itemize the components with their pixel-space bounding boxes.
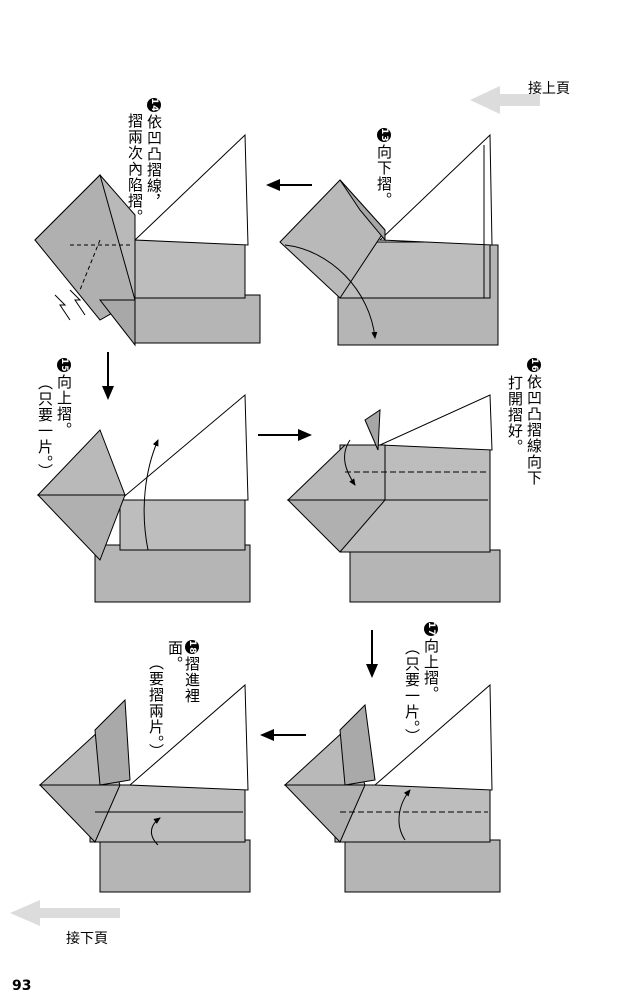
step17-text1: 向上摺。 [422, 638, 440, 702]
step15-figure [36, 393, 251, 603]
step16-text1: 依凹凸摺線向下 [525, 374, 543, 486]
step17-number: 17 [424, 622, 438, 637]
step14-text1: 依凹凸摺線， [145, 114, 163, 210]
step15-instruction: 15向上摺。 [55, 358, 73, 438]
step14-figure [34, 133, 261, 347]
step16-instruction: 16依凹凸摺線向下 [525, 358, 543, 488]
step16-number: 16 [527, 358, 541, 373]
step18-figure [38, 683, 251, 893]
step13-instruction: 13向下摺。 [375, 128, 393, 218]
step13-text: 向下摺。 [375, 144, 393, 208]
step15-text2: （只要一片。） [36, 375, 54, 480]
step18-instruction: 18摺進裡面。 [166, 640, 201, 730]
prev-page-arrow[interactable] [470, 86, 540, 114]
prev-page-label[interactable]: 接上頁 [528, 81, 570, 97]
step14-instruction: 14依凹凸摺線， [145, 98, 163, 238]
step17-figure [283, 683, 501, 893]
step15-number: 15 [57, 358, 71, 373]
step16-figure [286, 394, 501, 603]
step13-figure [279, 133, 499, 346]
step17-instruction: 17向上摺。 [422, 622, 440, 702]
next-page-label[interactable]: 接下頁 [66, 931, 108, 947]
page-number: 93 [12, 978, 32, 994]
step13-number: 13 [377, 128, 391, 143]
next-page-arrow[interactable] [10, 900, 120, 926]
step17-text2: （只要一片。） [403, 640, 421, 745]
step14-text2: 摺兩次內陷摺。 [126, 113, 144, 225]
step16-text2: 打開摺好。 [506, 375, 524, 455]
step18-text2: （要摺兩片。） [147, 655, 165, 760]
step15-text1: 向上摺。 [55, 374, 73, 438]
step18-number: 18 [185, 640, 199, 655]
step18-text1: 摺進裡面。 [166, 640, 201, 704]
step14-number: 14 [147, 98, 161, 113]
